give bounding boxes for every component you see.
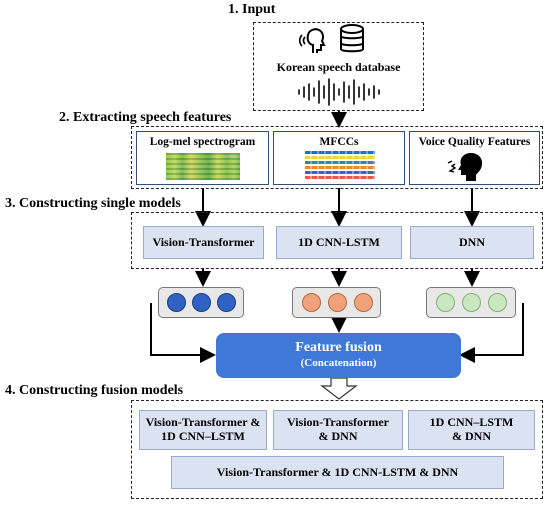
model-dnn: DNN	[410, 226, 534, 259]
vector-node	[436, 293, 455, 312]
step-fusion-models-title: 4. Constructing fusion models	[5, 383, 184, 398]
model-vision-transformer: Vision-Transformer	[143, 226, 264, 259]
fusion-title: Feature fusion	[295, 340, 382, 355]
step-input-title: 1. Input	[228, 2, 276, 17]
waveform-icon	[298, 78, 380, 106]
vector-node	[328, 293, 347, 312]
mfcc-image	[305, 151, 375, 181]
vector-node	[462, 293, 481, 312]
fusion-model-all: Vision-Transformer & 1D CNN-LSTM & DNN	[171, 456, 504, 489]
speaking-head-icon	[299, 28, 326, 53]
feature-fusion-box: Feature fusion (Concatenation)	[216, 333, 461, 378]
fusion-subtitle: (Concatenation)	[300, 357, 377, 369]
fusion-model-vit-dnn: Vision-Transformer & DNN	[273, 410, 403, 450]
features-box	[131, 126, 543, 189]
feature-vector-vit	[158, 287, 244, 318]
feature-vector-dnn	[426, 287, 516, 318]
feature-voice-quality-label: Voice Quality Features	[418, 136, 531, 148]
fusion-model-vit-cnn: Vision-Transformer & 1D CNN–LSTM	[139, 410, 267, 450]
database-icon	[340, 24, 364, 53]
spectrogram-texture	[166, 153, 240, 180]
arrow-vector1-to-fusion	[150, 303, 216, 363]
model-cnn-lstm: 1D CNN-LSTM	[276, 226, 402, 259]
feature-logmel-label: Log-mel spectrogram	[149, 136, 256, 148]
vector-node	[488, 293, 507, 312]
hollow-arrow-down	[320, 377, 358, 400]
fusion-model-cnn-dnn: 1D CNN–LSTM & DNN	[408, 410, 535, 450]
database-label: Korean speech database	[276, 60, 401, 74]
arrow-vector3-to-fusion	[459, 303, 524, 363]
spectrogram-image	[166, 153, 240, 180]
vector-node	[192, 293, 211, 312]
step-extract-title: 2. Extracting speech features	[59, 110, 232, 125]
vector-node	[217, 293, 236, 312]
vector-node	[302, 293, 321, 312]
vector-node	[167, 293, 186, 312]
feature-vector-cnn	[292, 287, 381, 318]
vector-node	[354, 293, 373, 312]
feature-mfcc-label: MFCCs	[319, 136, 359, 148]
input-box	[253, 22, 424, 111]
single-models-box	[131, 212, 543, 269]
voice-head-icon	[447, 153, 483, 181]
mfcc-texture	[305, 151, 375, 181]
fusion-models-box	[131, 400, 543, 499]
step-single-title: 3. Constructing single models	[5, 196, 181, 211]
